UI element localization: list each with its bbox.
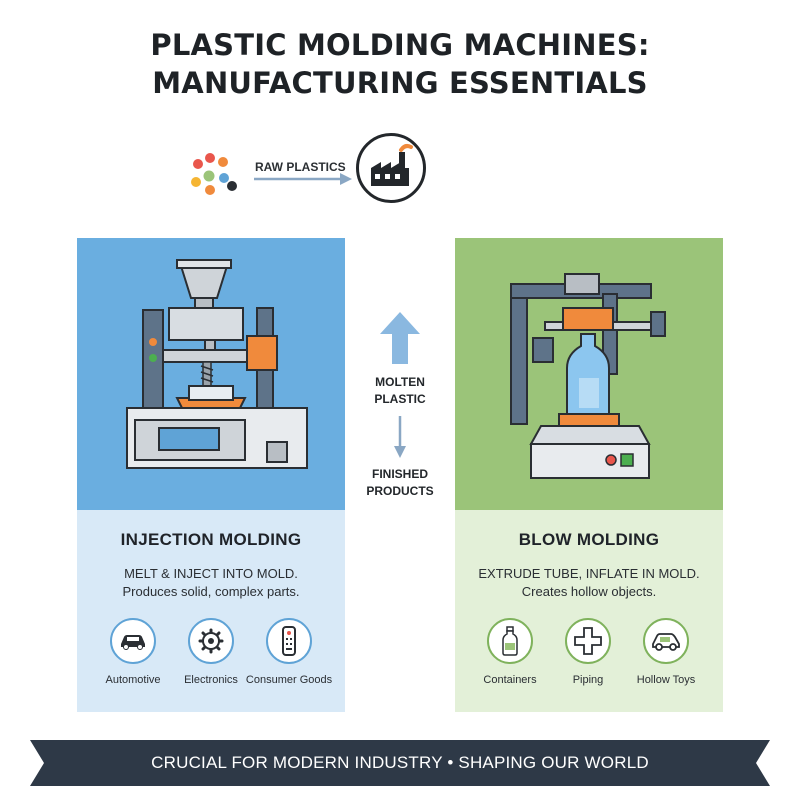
blow-molding-panel: BLOW MOLDING EXTRUDE TUBE, INFLATE IN MO… [455,238,723,712]
arrow-right-icon [254,173,352,185]
car-icon [110,618,156,664]
injection-machine-illustration [77,238,345,510]
app-electronics: Electronics [166,618,256,686]
footer-banner: CRUCIAL FOR MODERN INDUSTRY • SHAPING OU… [30,740,770,786]
injection-title: INJECTION MOLDING [120,530,302,549]
blow-desc-2: Creates hollow objects. [521,584,657,599]
gear-icon [188,618,234,664]
blow-machine-drawing [510,273,666,479]
injection-desc-2: Produces solid, complex parts. [122,584,300,599]
molten-line-1: MOLTEN [375,375,425,389]
app-label: Piping [572,674,604,686]
app-containers: Containers [465,618,555,686]
finished-products-label: FINISHED PRODUCTS [340,466,460,500]
app-label: Electronics [184,674,238,686]
page-title: PLASTIC MOLDING MACHINES: MANUFACTURING … [0,26,800,102]
title-line-1: PLASTIC MOLDING MACHINES: [150,28,650,62]
factory-badge [356,133,426,203]
app-consumer-goods: Consumer Goods [244,618,334,686]
app-label: Automotive [105,674,161,686]
finished-line-2: PRODUCTS [366,484,434,498]
injection-machine-drawing [126,259,308,469]
injection-desc-1: MELT & INJECT INTO MOLD. [124,566,298,581]
app-piping: Piping [543,618,633,686]
app-label: Hollow Toys [636,674,696,686]
finished-line-1: FINISHED [371,467,428,481]
app-label: Containers [483,674,537,686]
bottle-icon [487,618,533,664]
pipe-icon [565,618,611,664]
banner-ribbon [30,740,770,786]
app-automotive: Automotive [88,618,178,686]
molten-line-2: PLASTIC [374,392,426,406]
app-hollow-toys: Hollow Toys [621,618,711,686]
injection-info: INJECTION MOLDING MELT & INJECT INTO MOL… [77,510,345,712]
blow-info: BLOW MOLDING EXTRUDE TUBE, INFLATE IN MO… [455,510,723,712]
title-line-2: MANUFACTURING ESSENTIALS [152,66,648,100]
blow-title: BLOW MOLDING [518,530,660,549]
arrow-up-icon [380,312,420,364]
app-label: Consumer Goods [245,674,333,686]
arrow-down-icon [394,416,406,458]
pellets-icon [191,153,237,195]
toy-car-icon [643,618,689,664]
blow-desc-1: EXTRUDE TUBE, INFLATE IN MOLD. [478,566,700,581]
banner-text: CRUCIAL FOR MODERN INDUSTRY • SHAPING OU… [151,753,649,772]
injection-molding-panel: INJECTION MOLDING MELT & INJECT INTO MOL… [77,238,345,712]
remote-icon [266,618,312,664]
molten-plastic-label: MOLTEN PLASTIC [340,374,460,408]
raw-plastics-label: RAW PLASTICS [255,160,346,174]
factory-icon [371,144,413,186]
blow-machine-illustration [455,238,723,510]
